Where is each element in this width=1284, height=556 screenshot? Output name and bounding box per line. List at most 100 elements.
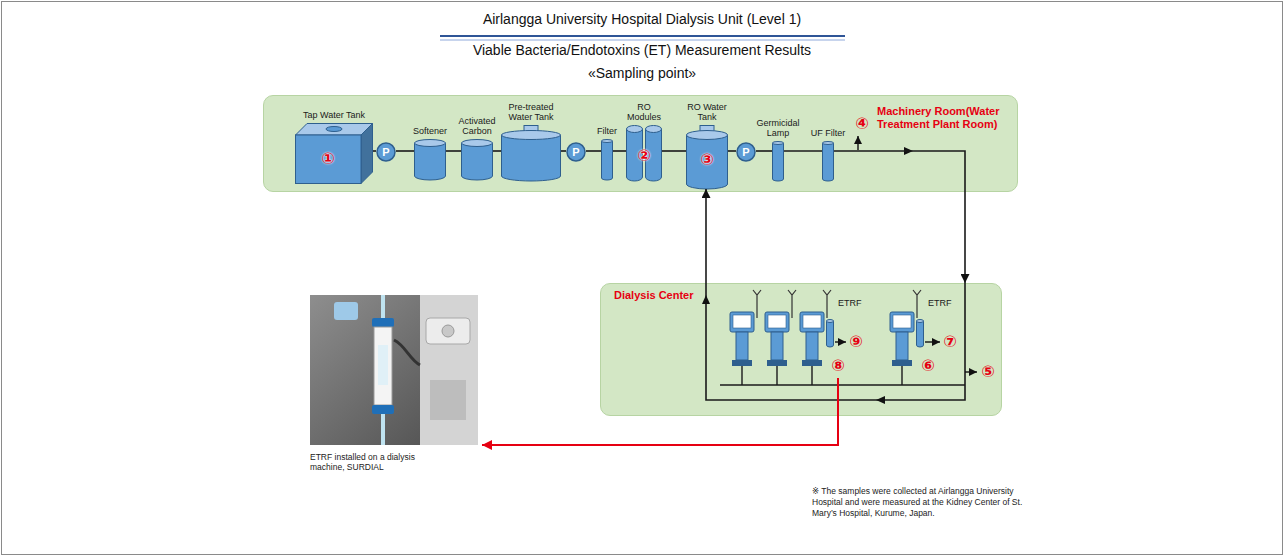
cylinder-top (602, 140, 613, 143)
machine-panel (430, 380, 466, 420)
cylinder-top (646, 126, 662, 133)
pump-label: P (376, 142, 396, 162)
sampling-arrow (965, 371, 977, 372)
cylinder-top (462, 140, 493, 147)
tank-side (361, 124, 373, 184)
panel-heading: Dialysis Center (614, 289, 714, 302)
pump-label: P (566, 142, 586, 162)
cylinder (415, 140, 446, 181)
iv-pole (788, 290, 796, 318)
component-label: Germicidal Lamp (750, 119, 806, 138)
callout-number: ⑧ (831, 358, 845, 374)
tube (381, 295, 385, 318)
cylinder (827, 320, 834, 348)
flow-arrow (904, 147, 913, 155)
cylinder (773, 142, 784, 182)
component-label: RO Water Tank (677, 103, 737, 122)
cylinder (602, 140, 613, 181)
filter: Filter (601, 139, 613, 180)
component-label: Tap Water Tank (289, 111, 379, 120)
softener: Softener (414, 139, 446, 180)
sampling-arrow (925, 341, 940, 342)
filter-core (378, 345, 388, 385)
flow-line (728, 150, 736, 152)
cylinder-body (917, 321, 924, 347)
dialysis-machine (765, 312, 789, 385)
component-label: RO Modules (619, 103, 669, 122)
water-tank: Tap Water Tank① (295, 123, 373, 184)
tank-front (296, 135, 362, 184)
distribution-loop (706, 283, 965, 400)
title-rule (440, 40, 845, 41)
flow-line (586, 150, 601, 152)
machine-port (442, 325, 454, 337)
pretreated-tank: Pre-treated Water Tank (501, 125, 561, 181)
cylinder (502, 131, 561, 182)
flow-line (613, 150, 626, 152)
component-label: UF Filter (803, 129, 853, 138)
cylinder-body (773, 143, 784, 181)
photo-caption: ETRF installed on a dialysis machine, SU… (310, 452, 442, 472)
flow-line (705, 189, 707, 283)
cylinder-top (415, 140, 446, 147)
shape-outline (822, 141, 834, 181)
component-label: ETRF (838, 299, 862, 308)
sampling-point-number: ② (637, 148, 651, 164)
cylinder-body (827, 321, 834, 347)
flow-arrow (702, 295, 710, 304)
pump-circle (377, 143, 395, 161)
cylinder-body (502, 135, 561, 181)
cylinder-top (687, 131, 728, 140)
flow-line (396, 150, 414, 152)
supply-header (720, 384, 965, 386)
shape-outline (601, 139, 613, 180)
sampling-arrow (857, 136, 858, 150)
cylinder-top (823, 142, 834, 145)
pump: P (376, 142, 396, 162)
cylinder-top (917, 320, 924, 323)
cylinder-top (627, 126, 643, 133)
cylinder (917, 320, 924, 348)
flow-line (493, 150, 501, 152)
ro-water-tank: RO Water Tank③ (686, 125, 728, 189)
shape-outline (461, 139, 493, 180)
germicidal-lamp: Germicidal Lamp (772, 141, 784, 181)
flow-line (834, 151, 965, 283)
pump-label: P (736, 142, 756, 162)
component-label: Filter (589, 127, 625, 136)
sampling-point-number: ③ (700, 152, 714, 168)
cylinder-body (415, 143, 446, 180)
carbon-filter: Activated Carbon (461, 139, 493, 180)
callout-number: ⑥ (921, 358, 935, 374)
machinery-room-panel: Machinery Room(Water Treatment Plant Roo… (263, 95, 1018, 192)
dialysis-machine (890, 312, 914, 385)
pump-circle (567, 143, 585, 161)
etrf-filter: ETRF (826, 319, 834, 347)
component-label: Pre-treated Water Tank (498, 103, 564, 122)
dialysis-machine (730, 312, 754, 385)
flow-line (561, 150, 566, 152)
pump-circle (737, 143, 755, 161)
shape-outline (414, 139, 446, 180)
footnote: ※ The samples were collected at Airlangg… (812, 486, 1027, 519)
photo-detail (334, 302, 358, 320)
filter-cap (372, 318, 394, 327)
cylinder-body (462, 143, 493, 180)
tube (394, 340, 420, 365)
section-heading: «Sampling point» (0, 65, 1284, 81)
flow-line (446, 150, 461, 152)
component-label: ETRF (928, 299, 952, 308)
cylinder (687, 131, 728, 190)
filter-body (374, 327, 392, 405)
cylinder-top (827, 320, 834, 323)
callout-number: ⑦ (943, 334, 957, 350)
flow-arrow (876, 396, 885, 404)
flow-line (662, 150, 686, 152)
ro-module: RO Modules② (626, 125, 662, 181)
cylinder-top (773, 142, 784, 145)
sampling-point-number: ① (321, 151, 335, 167)
callout-number: ⑤ (981, 364, 995, 380)
